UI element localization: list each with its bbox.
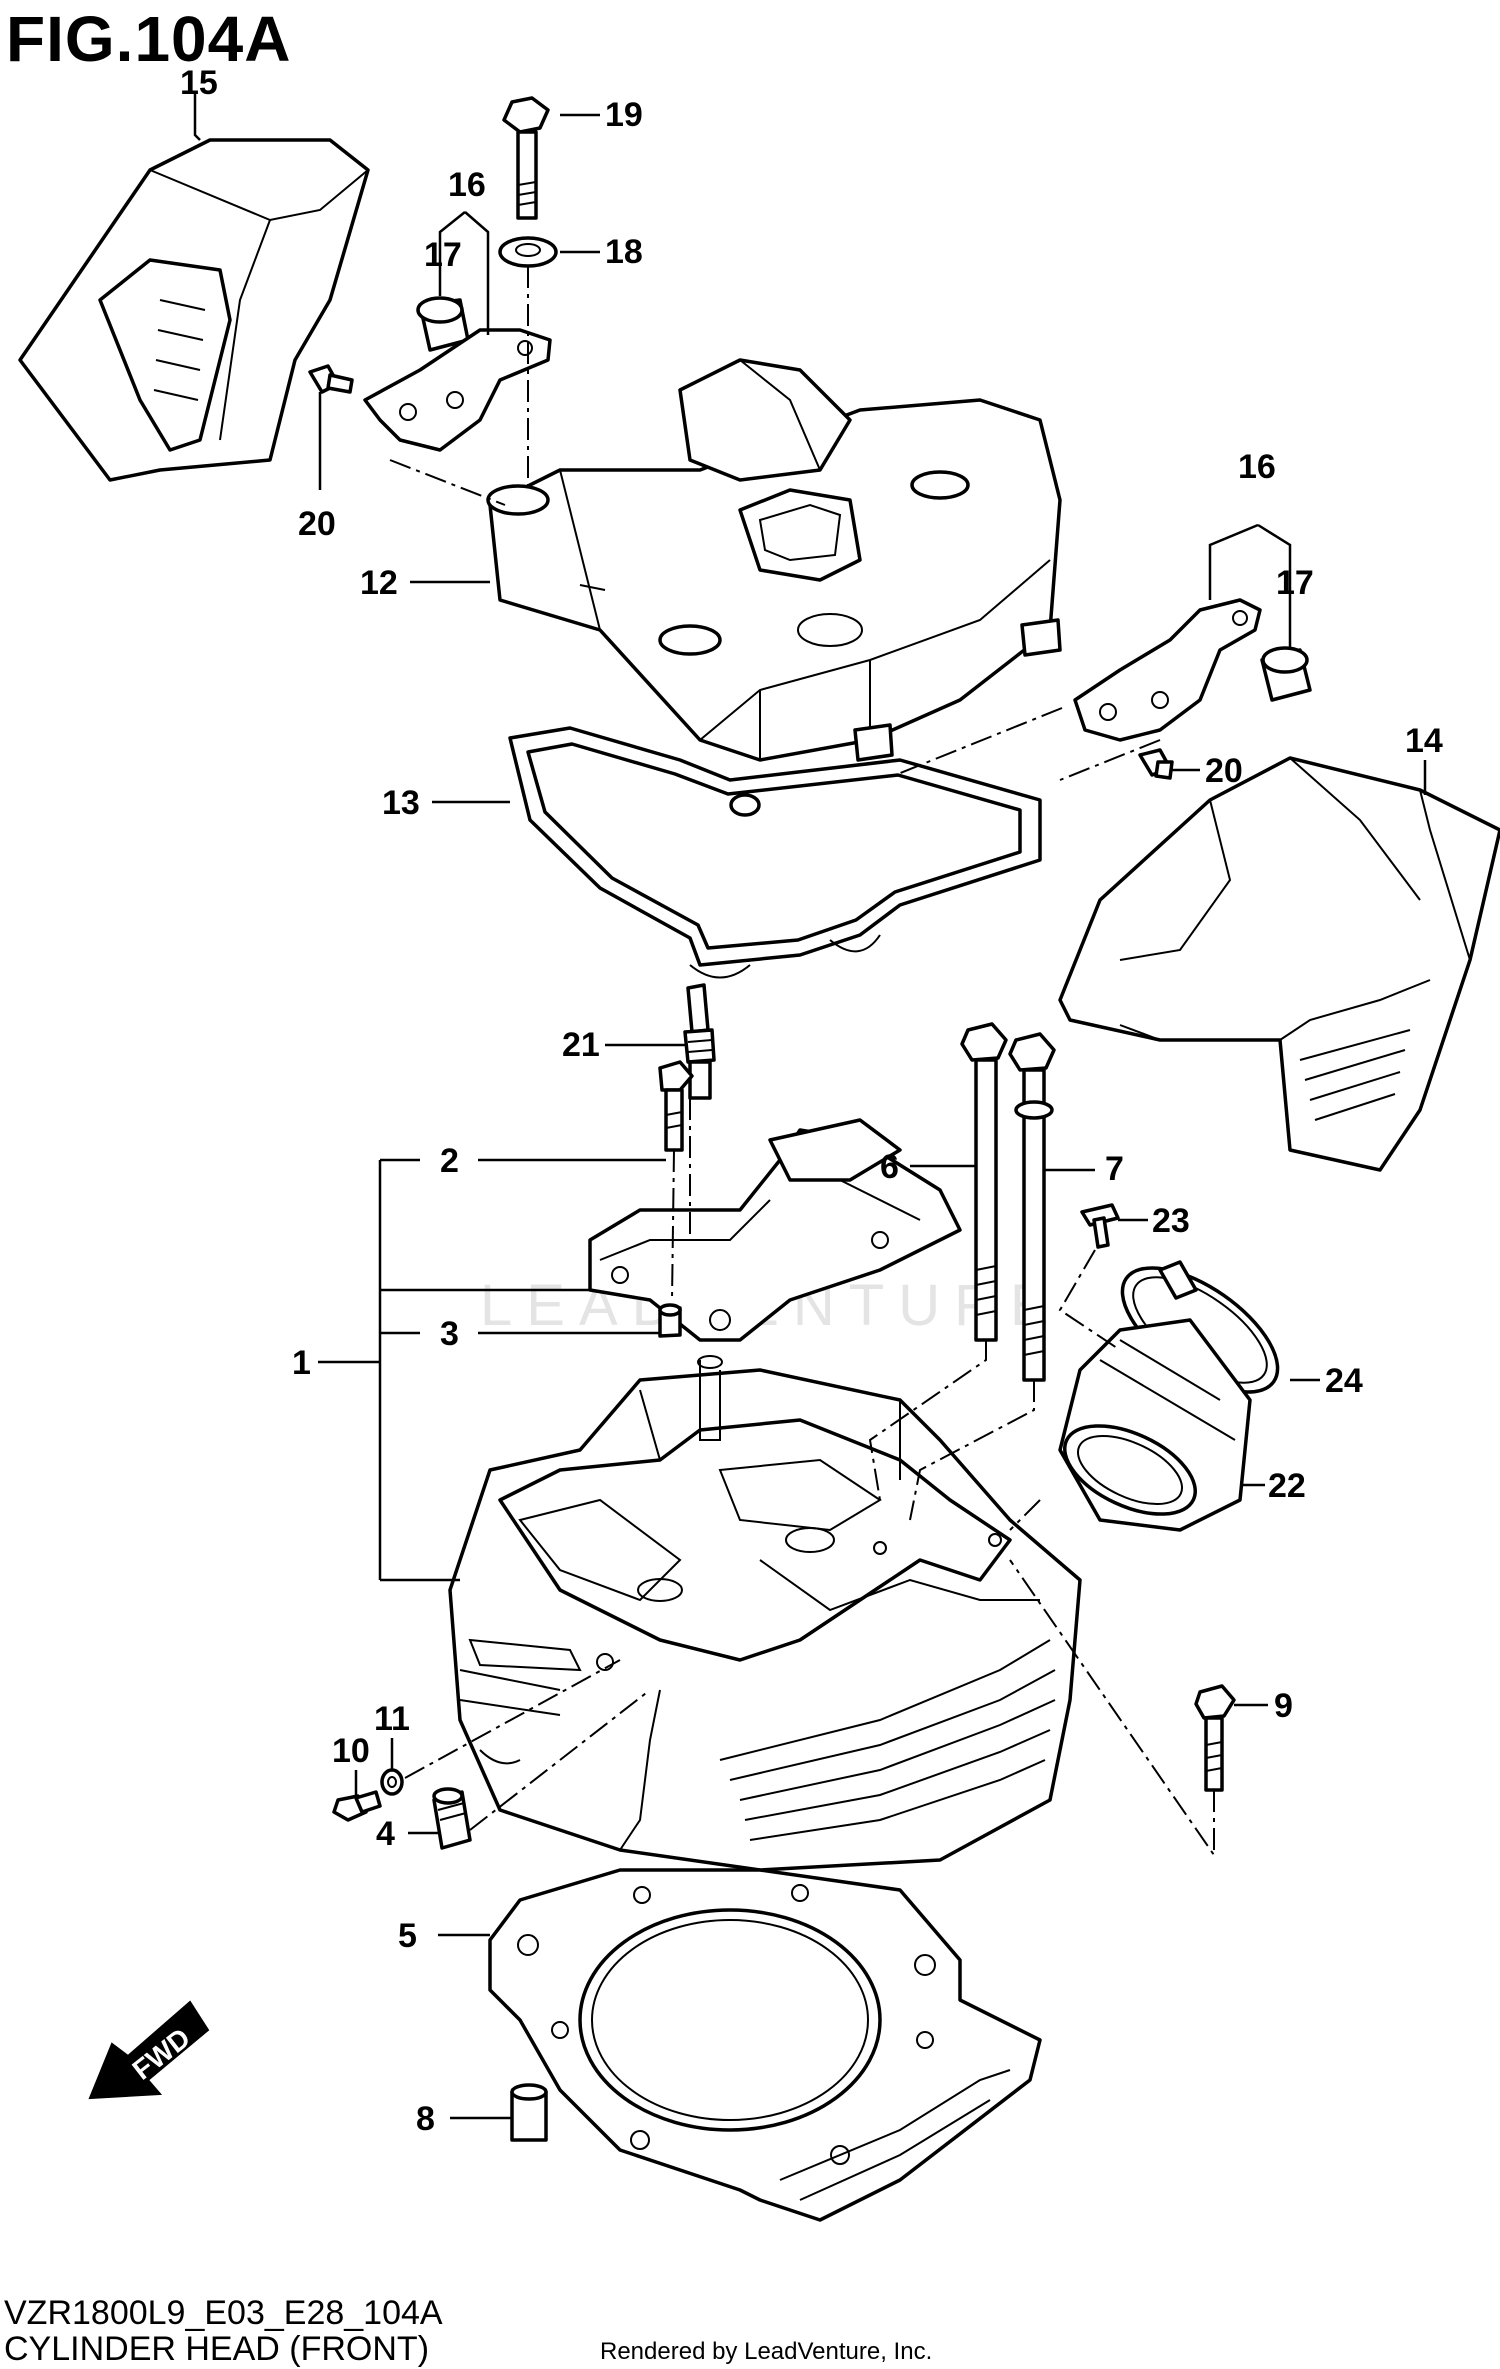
bolt-19-drawing	[502, 96, 550, 220]
callout-24: 24	[1325, 1362, 1363, 1400]
cylinder-head-drawing	[448, 1355, 1082, 1872]
callout-23: 23	[1152, 1202, 1190, 1240]
figure-model-code: VZR1800L9_E03_E28_104A	[4, 2294, 443, 2332]
head-cover-12-drawing	[486, 358, 1062, 762]
callout-4: 4	[376, 1815, 395, 1853]
fwd-arrow: FWD	[88, 2000, 210, 2100]
render-credit: Rendered by LeadVenture, Inc.	[600, 2338, 933, 2365]
gasket-13-drawing	[508, 726, 1042, 979]
callout-17-left: 17	[424, 236, 462, 274]
screw-23-drawing	[1080, 1203, 1120, 1249]
dowel-3-drawing	[658, 1303, 682, 1338]
callout-10: 10	[332, 1732, 370, 1770]
callout-8: 8	[416, 2100, 435, 2138]
callout-16-left: 16	[448, 166, 486, 204]
callout-19: 19	[605, 96, 643, 134]
callout-1: 1	[292, 1344, 311, 1382]
washer-18-drawing	[498, 236, 558, 268]
bolt-7-drawing	[1008, 1032, 1056, 1382]
leader-lines	[193, 92, 1427, 2120]
callout-16-right: 16	[1238, 448, 1276, 486]
spark-plug-21-drawing	[683, 983, 716, 1100]
intake-pipe-22-drawing	[1058, 1318, 1252, 1532]
callout-11: 11	[374, 1700, 410, 1738]
callout-3: 3	[440, 1315, 459, 1353]
head-gasket-5-drawing	[488, 1868, 1042, 2222]
callout-17-right: 17	[1276, 564, 1314, 602]
bolt-10-drawing	[332, 1790, 382, 1822]
bolt-2-drawing	[658, 1060, 694, 1152]
callout-2: 2	[440, 1142, 459, 1180]
callout-7: 7	[1105, 1150, 1124, 1188]
bolt-9-drawing	[1194, 1684, 1236, 1792]
cover-14-drawing	[1058, 756, 1500, 1172]
callout-5: 5	[398, 1917, 417, 1955]
callout-22: 22	[1268, 1467, 1306, 1505]
figure-name: CYLINDER HEAD (FRONT)	[4, 2330, 430, 2368]
grommet-17-left-drawing	[416, 296, 470, 352]
callout-20-left: 20	[298, 505, 336, 543]
washer-11-drawing	[380, 1768, 404, 1796]
alignment-lines	[389, 266, 1215, 1859]
plug-4-drawing	[432, 1787, 472, 1850]
cover-15-drawing	[18, 138, 370, 482]
callout-15: 15	[180, 64, 218, 102]
callout-6: 6	[880, 1148, 899, 1186]
figure-title: FIG.104A	[6, 3, 292, 75]
grommet-17-right-drawing	[1260, 646, 1312, 702]
callout-9: 9	[1274, 1687, 1293, 1725]
callout-14: 14	[1405, 722, 1443, 760]
callout-20-right: 20	[1205, 752, 1243, 790]
bolt-6-drawing	[960, 1022, 1008, 1342]
callout-13: 13	[382, 784, 420, 822]
callout-18: 18	[605, 233, 643, 271]
bracket-16-left-drawing	[363, 328, 552, 452]
callout-12: 12	[360, 564, 398, 602]
callout-21: 21	[562, 1026, 600, 1064]
bolt-20-left-drawing	[308, 364, 354, 394]
dowel-8-drawing	[510, 2083, 548, 2142]
clamp-24-drawing	[1120, 1260, 1280, 1394]
bracket-16-right-drawing	[1073, 598, 1262, 742]
bolt-20-right-drawing	[1138, 748, 1174, 780]
